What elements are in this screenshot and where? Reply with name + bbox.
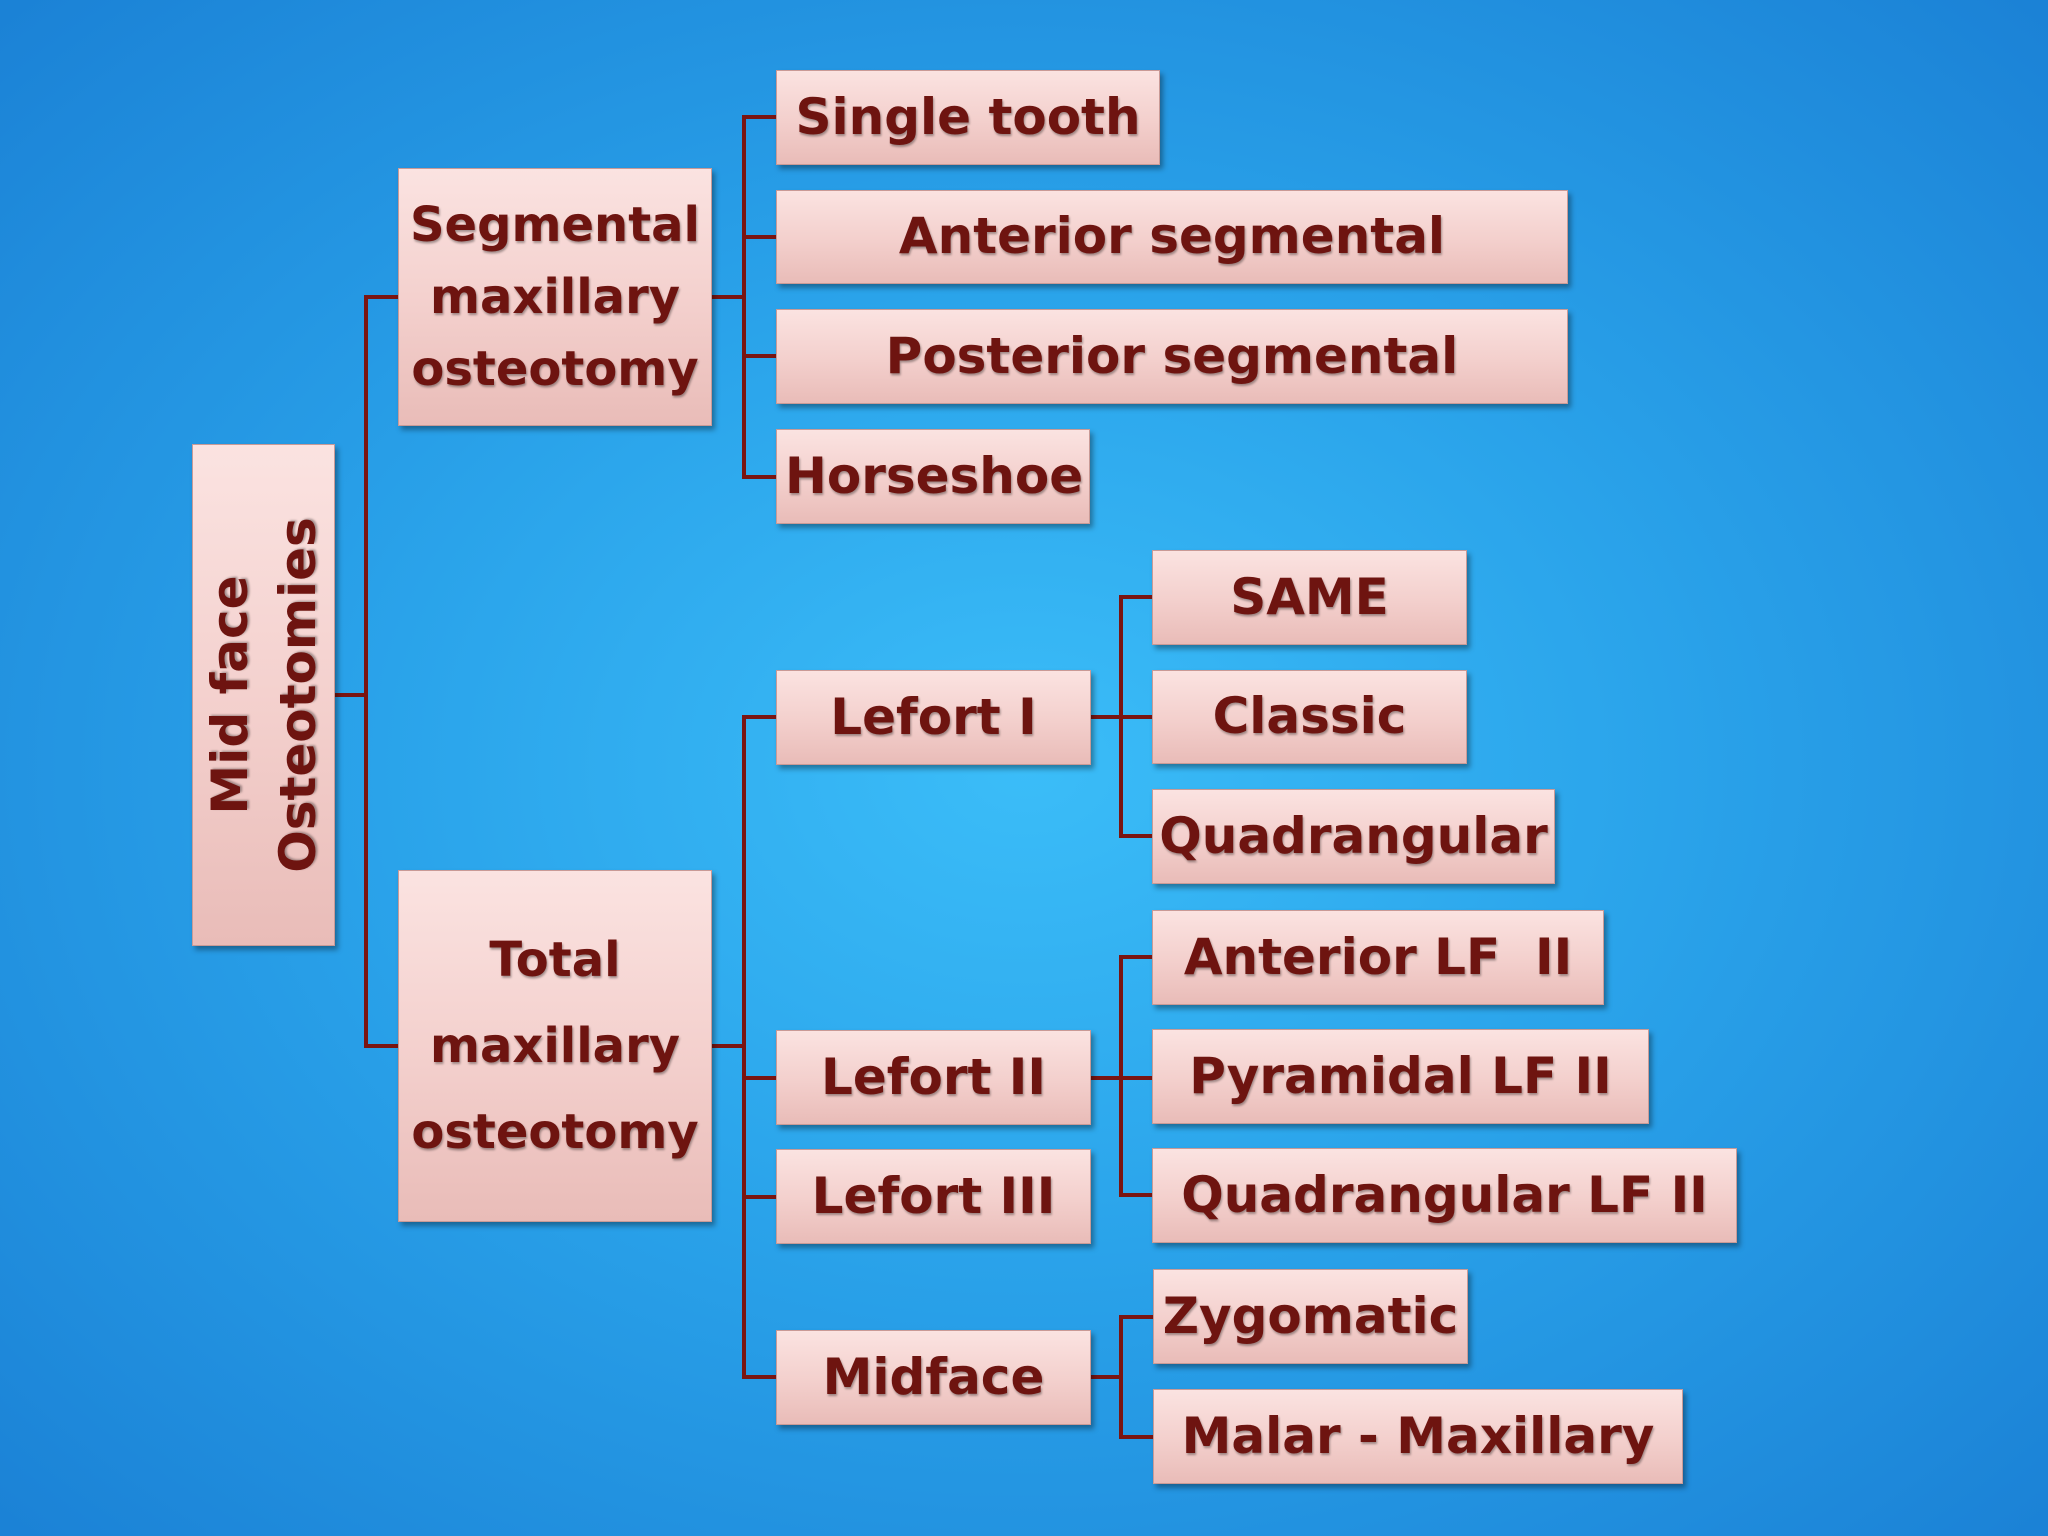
segmental-label-line3: osteotomy <box>411 341 699 397</box>
node-segmental-maxillary-osteotomy: Segmental maxillary osteotomy <box>398 168 712 426</box>
total-label: Total maxillary osteotomy <box>411 917 698 1175</box>
node-lefort-2: Lefort II <box>776 1030 1091 1125</box>
node-same: SAME <box>1152 550 1467 645</box>
node-pyramidal-lf-2: Pyramidal LF II <box>1152 1029 1649 1124</box>
connector-lefort2 <box>1089 955 1154 1197</box>
connector-segmental <box>710 115 778 479</box>
node-lefort-1: Lefort I <box>776 670 1091 765</box>
total-label-line1: Total <box>489 932 621 988</box>
total-label-line3: osteotomy <box>411 1104 699 1160</box>
node-midface-osteotomies: Mid face Osteotomies <box>192 444 335 946</box>
node-lefort-3: Lefort III <box>776 1149 1091 1244</box>
root-label: Mid face Osteotomies <box>196 517 332 873</box>
node-quadrangular: Quadrangular <box>1152 789 1555 884</box>
node-malar-maxillary: Malar - Maxillary <box>1153 1389 1683 1484</box>
node-quadrangular-lf-2: Quadrangular LF II <box>1152 1148 1737 1243</box>
node-anterior-segmental: Anterior segmental <box>776 190 1568 284</box>
connector-lefort1 <box>1089 595 1154 838</box>
connector-total <box>710 715 778 1379</box>
node-classic: Classic <box>1152 670 1467 764</box>
segmental-label: Segmental maxillary osteotomy <box>410 189 700 405</box>
node-anterior-lf-2: Anterior LF II <box>1152 910 1604 1005</box>
root-label-line2: Osteotomies <box>268 517 327 873</box>
node-single-tooth: Single tooth <box>776 70 1160 165</box>
node-total-maxillary-osteotomy: Total maxillary osteotomy <box>398 870 712 1222</box>
connector-midface <box>1089 1315 1155 1439</box>
segmental-label-line2: maxillary <box>429 269 681 325</box>
node-midface: Midface <box>776 1330 1091 1425</box>
segmental-label-line1: Segmental <box>409 197 700 253</box>
root-label-line1: Mid face <box>200 575 259 815</box>
connector-root <box>333 295 400 1048</box>
node-zygomatic: Zygomatic <box>1153 1269 1468 1364</box>
node-horseshoe: Horseshoe <box>776 429 1090 524</box>
node-posterior-segmental: Posterior segmental <box>776 309 1568 404</box>
total-label-line2: maxillary <box>429 1018 681 1074</box>
